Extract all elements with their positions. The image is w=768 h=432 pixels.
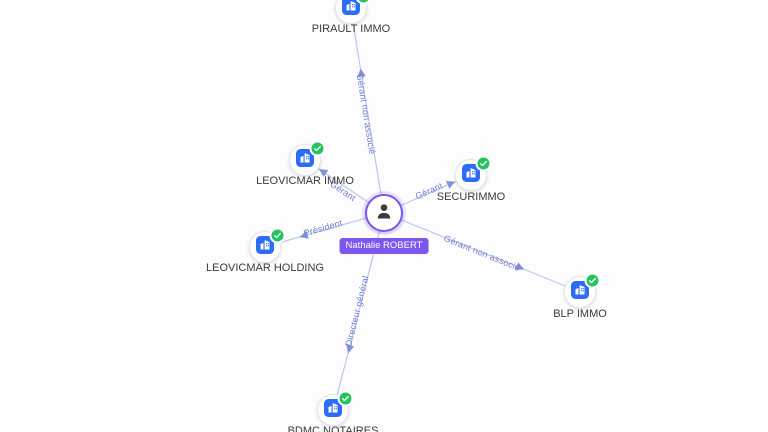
building-icon — [462, 163, 480, 187]
verified-check-icon — [311, 142, 324, 155]
company-label: BDMC NOTAIRES — [287, 425, 379, 432]
company-label: PIRAULT IMMO — [311, 23, 391, 35]
company-label: BLP IMMO — [553, 308, 607, 320]
company-node-leovicmar-immo[interactable] — [289, 142, 324, 176]
edge-line — [350, 9, 385, 214]
building-icon — [296, 148, 314, 172]
company-node-leovicmar-holding[interactable] — [249, 229, 284, 263]
person-node-nathalie-robert[interactable] — [365, 194, 403, 232]
building-icon — [342, 0, 360, 20]
company-node-securimmo[interactable] — [455, 157, 490, 191]
verified-check-icon — [339, 392, 352, 405]
verified-check-icon — [357, 0, 370, 3]
company-node-blp-immo[interactable] — [564, 274, 599, 308]
verified-check-icon — [477, 157, 490, 170]
company-label: LEOVICMAR HOLDING — [206, 262, 324, 274]
building-icon — [324, 398, 342, 422]
building-icon — [571, 280, 589, 304]
person-icon — [374, 201, 394, 226]
company-node-bdmc-notaires[interactable] — [317, 392, 352, 426]
verified-check-icon — [271, 229, 284, 242]
edge-line — [383, 212, 581, 293]
company-label: LEOVICMAR IMMO — [256, 175, 354, 187]
verified-check-icon — [586, 274, 599, 287]
person-name-badge[interactable]: Nathalie ROBERT — [339, 238, 429, 254]
edge-line — [332, 212, 385, 411]
company-label: SECURIMMO — [436, 191, 506, 203]
building-icon — [256, 235, 274, 259]
